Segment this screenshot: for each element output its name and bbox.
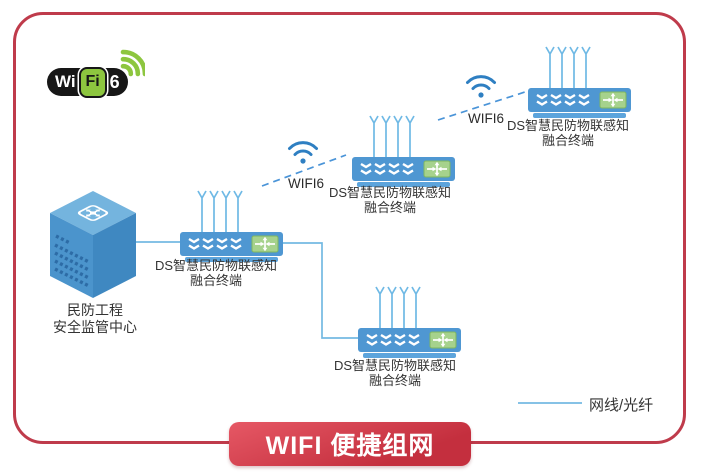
terminal1-label-line2: 融合终端 [189,273,242,288]
terminal3-label: DS智慧民防物联感知 融合终端 [493,118,643,148]
diagram-title-banner: WIFI 便捷组网 [229,422,471,466]
terminal2-router-icon [352,115,455,187]
terminal2-label: DS智慧民防物联感知 融合终端 [315,185,465,215]
cabinet-front-face [50,213,93,298]
wifi6-link-label-1: WIFI6 [288,176,324,191]
supervision-center-label: 民防工程 安全监管中心 [20,302,170,336]
legend-label: 网线/光纤 [589,397,654,414]
terminal1-router-icon [180,190,283,262]
routing-module-icon [251,235,279,253]
terminal3-label-line1: DS智慧民防物联感知 [506,118,630,133]
routing-module-icon [429,331,457,349]
terminal3-router-icon [528,46,631,118]
terminal4-label-line1: DS智慧民防物联感知 [333,358,457,373]
ports [188,237,242,250]
terminal3-label-line2: 融合终端 [541,133,594,148]
wifi6-logo-signal-icon [120,49,145,77]
cabinet-routing-icon [77,205,109,221]
supervision-center-label-line2: 安全监管中心 [53,319,137,335]
terminal4-router-icon [358,286,461,358]
cabinet-side-face [93,213,136,298]
routing-module-icon [599,91,627,109]
antennas [197,190,243,232]
wireless-link-2 [437,91,526,121]
wifi6-logo-wi: Wi [55,72,76,91]
diagram-title: WIFI 便捷组网 [265,432,435,460]
supervision-center-label-line1: 民防工程 [67,302,123,318]
wifi6-logo: Wi Fi 6 [47,66,128,98]
wifi6-link-label-2: WIFI6 [468,111,504,126]
terminal2-label-line2: 融合终端 [363,200,416,215]
terminal2-label-line1: DS智慧民防物联感知 [328,185,452,200]
wifi6-logo-six: 6 [109,71,120,92]
terminal1-label: DS智慧民防物联感知 融合终端 [141,258,291,288]
terminal4-label: DS智慧民防物联感知 融合终端 [320,358,470,388]
terminal4-label-line2: 融合终端 [368,373,421,388]
wireless-link-1 [261,154,347,187]
supervision-center-icon [50,191,136,298]
wifi6-logo-fi: Fi [78,66,107,98]
cabinet-slot-rows [54,234,90,288]
wire-terminal1-to-terminal4 [283,242,358,339]
routing-module-icon [423,160,451,178]
terminal1-label-line1: DS智慧民防物联感知 [154,258,278,273]
wifi-signal-icon-1 [288,141,318,164]
wifi-signal-icon-2 [466,75,496,98]
